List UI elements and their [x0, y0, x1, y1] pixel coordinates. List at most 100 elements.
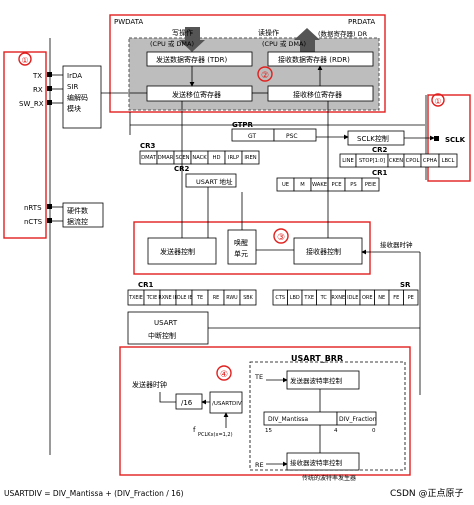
sr-cell-label: PE — [408, 295, 414, 301]
circle-2-label: ② — [261, 71, 269, 81]
cr1-top-cell-label: PEIE — [365, 182, 376, 188]
rx-shift-box — [267, 85, 374, 102]
usartdiv-label: /USARTDIV — [212, 401, 242, 407]
dr-label: (数据寄存器) DR — [318, 29, 368, 38]
circle-4 — [216, 365, 232, 381]
hw-flow-box — [62, 202, 104, 228]
wakeup-line-1: 唤醒 — [234, 238, 248, 247]
re-label: RE — [255, 461, 264, 469]
cr2-cell-label: CPHA — [423, 158, 438, 164]
nrts-pin — [47, 204, 52, 209]
cpu-dma-right: (CPU 或 DMA) — [262, 39, 306, 48]
cr1-bottom-cell-label: SBK — [243, 295, 253, 301]
read-arrow-up — [294, 28, 320, 52]
fraction-label: DIV_Fraction — [339, 416, 377, 423]
wakeup-line-2: 单元 — [234, 249, 248, 258]
cr3-cell-box — [241, 150, 260, 165]
sr-cell-box — [403, 289, 419, 306]
cr3-cell-label: IRLP — [228, 155, 239, 161]
sclk-ctrl-label: SCLK控制 — [357, 134, 389, 143]
rx-shift-label: 接收移位寄存器 — [293, 90, 342, 99]
sr-cell-label: TXE — [303, 295, 314, 301]
rx-pin-label: RX — [33, 86, 43, 94]
interrupt-box — [127, 311, 209, 345]
region-1-left-frame — [3, 51, 47, 239]
write-arrow-down — [179, 27, 205, 52]
cr3-cell-label: IREN — [244, 155, 256, 161]
region-2-frame — [109, 14, 386, 113]
formula-text: USARTDIV = DIV_Mantissa + (DIV_Fraction … — [4, 489, 184, 498]
read-op-label: 读操作 — [258, 28, 279, 37]
cr2-cell-label: LBCL — [442, 158, 455, 164]
cr2-cell-box — [438, 153, 458, 168]
bit-4-label: 4 — [334, 428, 338, 434]
rx-baud-label: 接收器波特率控制 — [290, 458, 343, 467]
usart-addr-box — [185, 173, 237, 188]
tx-shift-box — [146, 85, 253, 102]
cr1-bottom-cell-label: RWU — [226, 295, 238, 301]
tx-pin-label: TX — [32, 72, 42, 80]
div16-out — [159, 392, 176, 403]
tx-clock-label: 发送器时钟 — [132, 380, 167, 389]
cr2-cell-label: LINE — [342, 158, 354, 164]
region-4-frame — [119, 346, 411, 476]
circle-3-label: ③ — [277, 233, 285, 243]
pwdata-label: PWDATA — [114, 18, 143, 26]
nrts-pin-label: nRTS — [24, 204, 42, 212]
sr-cell-label: CTS — [275, 295, 285, 301]
irda-line-1: IrDA — [67, 72, 82, 80]
circle-1-right-label: ① — [434, 97, 441, 106]
cr1-bottom-cell-label: RXNE IE — [158, 295, 177, 301]
interrupt-line-1: USART — [154, 319, 178, 327]
hw-flow-line-2: 据流控 — [67, 217, 88, 226]
cr1-bottom-cell-label: TCIE — [146, 295, 157, 301]
cr1-bottom-cell-label: TXEIE — [128, 295, 143, 301]
circle-1-right — [431, 93, 445, 107]
sr-cell-label: TC — [320, 295, 328, 301]
irda-line-4: 模块 — [67, 104, 81, 113]
tdr-box — [146, 51, 253, 67]
cr1-bottom-cell-label: TE — [196, 295, 203, 301]
tx-ctrl-label: 发送器控制 — [160, 247, 195, 256]
cr1-bottom-cell-label: IDLE IE — [176, 295, 193, 301]
tx-shift-label: 发送移位寄存器 — [172, 90, 221, 99]
cr1-top-label: CR1 — [372, 169, 388, 177]
sr-cell-label: NE — [378, 295, 385, 301]
cr2-cell-label: CPOL — [406, 158, 420, 164]
cr3-cell-label: SCEN — [175, 155, 189, 161]
te-label: TE — [254, 373, 263, 381]
brr-title: USART_BRR — [291, 354, 343, 363]
circle-1-left — [18, 52, 32, 66]
tdr-label: 发送数据寄存器 (TDR) — [156, 55, 227, 64]
fpclk-sub-label: PCLKx(x=1,2) — [198, 432, 233, 438]
tx-baud-label: 发送器波特率控制 — [290, 376, 343, 385]
psc-label: PSC — [286, 133, 298, 140]
gt-label: GT — [248, 133, 256, 140]
cr1-top-cell-box — [361, 177, 380, 192]
rx-clock-label: 接收器时钟 — [380, 240, 413, 249]
cr3-label: CR3 — [140, 142, 156, 150]
wakeup-box — [227, 229, 257, 265]
sr-cell-label: RXNE — [331, 295, 345, 301]
hw-flow-line-1: 硬件数 — [67, 206, 88, 215]
sw-rx-pin-label: SW_RX — [19, 100, 44, 108]
fraction-box — [336, 411, 377, 426]
cr1-bottom-cell-label: RE — [213, 295, 219, 301]
cpu-dma-left: (CPU 或 DMA) — [150, 39, 194, 48]
circle-2 — [257, 66, 273, 82]
cr1-top-cell-label: PCE — [331, 182, 341, 188]
sr-label: SR — [400, 281, 411, 289]
irda-line-3: 编解码 — [67, 93, 88, 102]
mantissa-label: DIV_Mantissa — [268, 416, 308, 423]
irda-box — [62, 65, 102, 129]
cr1-top-cell-label: UE — [282, 182, 289, 188]
gen-label: 传统的波特率发生器 — [302, 474, 356, 482]
watermark-text: CSDN @正点原子 — [390, 488, 464, 499]
irda-line-2: SIR — [67, 83, 79, 91]
psc-box — [273, 128, 317, 142]
